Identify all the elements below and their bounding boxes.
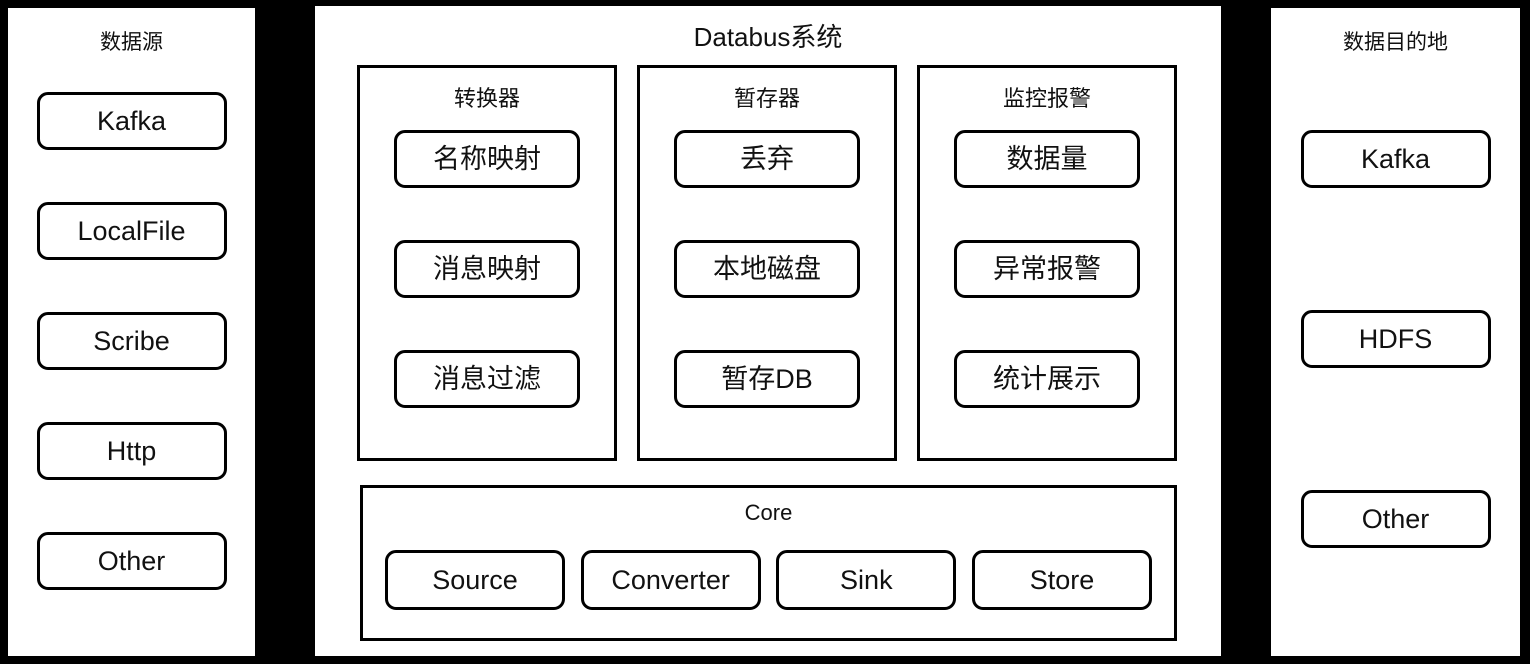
- databus-module-row: 转换器 名称映射 消息映射 消息过滤 暂存器: [357, 65, 1177, 461]
- core-node-source[interactable]: Source: [385, 550, 565, 610]
- core-node-converter[interactable]: Converter: [580, 550, 761, 610]
- node-label: Source: [432, 564, 518, 595]
- converter-node-name-mapping[interactable]: 名称映射: [394, 130, 580, 188]
- node-label: Sink: [840, 564, 893, 595]
- module-converter-title: 转换器: [453, 86, 520, 111]
- data-source-node-http[interactable]: Http: [36, 422, 227, 480]
- node-label: Other: [97, 545, 166, 576]
- core-node-sink[interactable]: Sink: [776, 550, 957, 610]
- converter-node-message-filter[interactable]: 消息过滤: [394, 350, 580, 408]
- monitoring-node-statistics-display[interactable]: 统计展示: [954, 350, 1140, 408]
- module-buffer: 暂存器 丢弃 本地磁盘 暂存DB: [637, 65, 897, 461]
- data-source-node-other[interactable]: Other: [36, 532, 227, 590]
- data-source-panel-title: 数据源: [100, 31, 163, 54]
- data-destination-panel-title: 数据目的地: [1343, 31, 1448, 54]
- data-destination-node-kafka[interactable]: Kafka: [1300, 130, 1491, 188]
- data-destination-node-other[interactable]: Other: [1300, 490, 1491, 548]
- node-label: 名称映射: [433, 143, 541, 174]
- core-panel: Core Source Converter Sink Store: [360, 485, 1177, 641]
- node-label: 本地磁盘: [713, 253, 821, 284]
- module-monitoring-alerting: 监控报警 数据量 异常报警 统计展示: [917, 65, 1177, 461]
- module-monitoring-node-list: 数据量 异常报警 统计展示: [920, 130, 1174, 408]
- module-converter-node-list: 名称映射 消息映射 消息过滤: [360, 130, 614, 408]
- data-source-node-scribe[interactable]: Scribe: [36, 312, 227, 370]
- monitoring-node-data-volume[interactable]: 数据量: [954, 130, 1140, 188]
- node-label: LocalFile: [77, 215, 186, 246]
- node-label: Converter: [611, 564, 730, 595]
- module-buffer-node-list: 丢弃 本地磁盘 暂存DB: [640, 130, 894, 408]
- node-label: 数据量: [1006, 143, 1088, 174]
- databus-system-panel: Databus系统 转换器 名称映射 消息映射 消息过滤: [312, 3, 1224, 659]
- buffer-node-local-disk[interactable]: 本地磁盘: [674, 240, 860, 298]
- converter-node-message-mapping[interactable]: 消息映射: [394, 240, 580, 298]
- node-label: 丢弃: [740, 143, 794, 174]
- node-label: 异常报警: [993, 253, 1101, 284]
- module-buffer-title: 暂存器: [733, 86, 800, 111]
- data-source-node-kafka[interactable]: Kafka: [36, 92, 227, 150]
- databus-system-title: Databus系统: [693, 22, 843, 52]
- node-label: 统计展示: [993, 363, 1101, 394]
- core-panel-title: Core: [744, 500, 793, 525]
- monitoring-node-exception-alert[interactable]: 异常报警: [954, 240, 1140, 298]
- node-label: 消息映射: [433, 253, 541, 284]
- data-source-panel: 数据源 Kafka LocalFile Scribe Http Other: [5, 5, 258, 659]
- core-node-store[interactable]: Store: [971, 550, 1152, 610]
- module-converter: 转换器 名称映射 消息映射 消息过滤: [357, 65, 617, 461]
- node-label: Scribe: [93, 325, 170, 356]
- data-source-node-list: Kafka LocalFile Scribe Http Other: [8, 92, 255, 590]
- node-label: 消息过滤: [433, 363, 541, 394]
- data-destination-node-hdfs[interactable]: HDFS: [1300, 310, 1491, 368]
- node-label: Http: [106, 435, 157, 466]
- node-label: 暂存DB: [721, 363, 813, 394]
- data-destination-panel: 数据目的地 Kafka HDFS Other: [1268, 5, 1523, 659]
- core-node-list: Source Converter Sink Store: [385, 550, 1152, 610]
- node-label: Kafka: [96, 105, 167, 136]
- data-destination-node-list: Kafka HDFS Other: [1271, 130, 1520, 548]
- module-monitoring-alerting-title: 监控报警: [1002, 86, 1091, 111]
- node-label: HDFS: [1358, 323, 1433, 354]
- buffer-node-discard[interactable]: 丢弃: [674, 130, 860, 188]
- node-label: Store: [1029, 564, 1095, 595]
- buffer-node-buffer-db[interactable]: 暂存DB: [674, 350, 860, 408]
- data-source-node-localfile[interactable]: LocalFile: [36, 202, 227, 260]
- node-label: Other: [1361, 503, 1430, 534]
- node-label: Kafka: [1360, 143, 1431, 174]
